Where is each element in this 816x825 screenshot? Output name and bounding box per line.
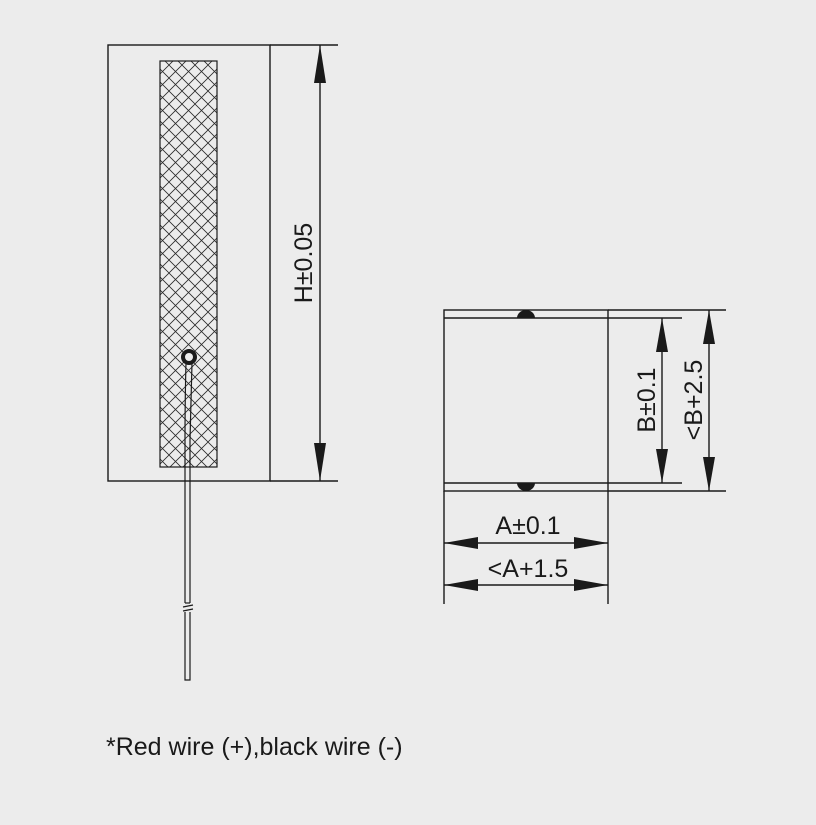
a-outer-dimension-label: <A+1.5 xyxy=(488,555,569,583)
b-dimension-label: B±0.1 xyxy=(633,367,661,432)
b-dimension xyxy=(608,317,682,484)
bottom-notch xyxy=(517,483,535,491)
heating-element-hatch xyxy=(159,60,218,468)
side-view xyxy=(107,44,338,681)
top-view-outline xyxy=(443,309,609,492)
a-outer-dimension xyxy=(444,579,608,591)
top-notch xyxy=(517,310,535,318)
wire-polarity-note: *Red wire (+),black wire (-) xyxy=(106,733,403,761)
top-view xyxy=(443,309,726,604)
lead-wire xyxy=(182,362,194,681)
height-dimension-label: H±0.05 xyxy=(290,223,318,303)
b-outer-dimension-label: <B+2.5 xyxy=(680,360,708,441)
b-outer-dimension xyxy=(608,309,726,492)
side-view-outline xyxy=(107,44,271,482)
a-dimension-label: A±0.1 xyxy=(495,512,560,540)
height-dimension xyxy=(270,44,338,482)
